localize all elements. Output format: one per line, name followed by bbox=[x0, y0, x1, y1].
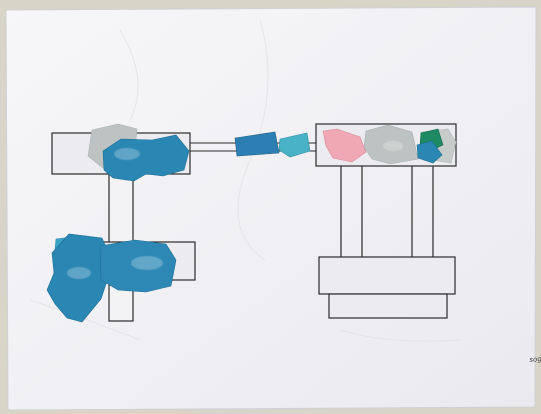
paper-sheet bbox=[6, 7, 536, 410]
signature-text: soga bbox=[529, 355, 541, 364]
right-bottom-box-outline bbox=[319, 257, 455, 294]
right-base-box-outline bbox=[329, 294, 447, 318]
